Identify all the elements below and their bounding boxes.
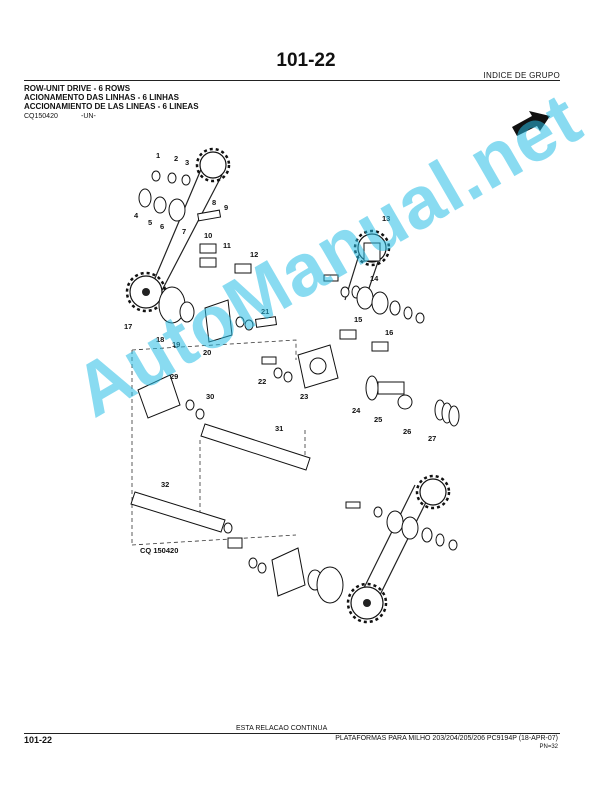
callout: 19	[172, 340, 180, 349]
callout: 21	[261, 307, 269, 316]
callout: 13	[382, 214, 390, 223]
title-spanish: ACCIONAMIENTO DE LAS LINEAS - 6 LINEAS	[24, 102, 199, 111]
navigation-arrow-icon[interactable]	[512, 111, 550, 136]
publication-info: PLATAFORMAS PARA MILHO 203/204/205/206 P…	[335, 735, 558, 742]
callout: 25	[374, 415, 382, 424]
callout: 9	[224, 203, 228, 212]
callout: 24	[352, 406, 361, 415]
page-code: PN=32	[539, 744, 558, 750]
callout: 26	[403, 427, 411, 436]
hardware-parts	[137, 170, 460, 604]
footer-divider	[24, 733, 560, 734]
footer-page-number: 101-22	[24, 735, 53, 745]
callout: 15	[354, 315, 362, 324]
figure-caption: CQ 150420	[140, 546, 178, 555]
callout: 5	[148, 218, 152, 227]
group-index-link[interactable]: INDICE DE GRUPO	[483, 71, 560, 80]
callout: 6	[160, 222, 164, 231]
title-english: ROW-UNIT DRIVE - 6 ROWS	[24, 84, 131, 93]
callout: 8	[212, 198, 216, 207]
callout: 30	[206, 392, 214, 401]
callout: 3	[185, 158, 189, 167]
header-divider	[24, 80, 560, 81]
callout: 22	[258, 377, 266, 386]
callout: 4	[134, 211, 139, 220]
callout: 32	[161, 480, 169, 489]
title-portuguese: ACIONAMENTO DAS LINHAS - 6 LINHAS	[24, 93, 179, 102]
callout: 7	[182, 227, 186, 236]
continues-note: ESTA RELACAO CONTINUA	[236, 725, 328, 732]
callout: 18	[156, 335, 164, 344]
callout: 11	[223, 241, 231, 250]
callout: 23	[300, 392, 308, 401]
callout: 20	[203, 348, 211, 357]
callout-numbers: 1 2 3 4 5 6 7 8 9 10 11 12 13 14 15 16 1…	[124, 151, 436, 489]
callout: 2	[174, 154, 178, 163]
sprocket-hub	[142, 242, 381, 607]
callout: 31	[275, 424, 283, 433]
callout: 16	[385, 328, 393, 337]
callout: 12	[250, 250, 258, 259]
callout: 17	[124, 322, 132, 331]
figure-code: CQ150420	[24, 113, 58, 120]
callout: 29	[170, 372, 178, 381]
callout: 1	[156, 151, 160, 160]
callout: 14	[370, 274, 379, 283]
callout: 10	[204, 231, 212, 240]
figure-suffix: -UN-	[81, 113, 96, 120]
drive-shaft	[130, 423, 311, 533]
page-number: 101-22	[276, 50, 336, 71]
callout: 27	[428, 434, 436, 443]
